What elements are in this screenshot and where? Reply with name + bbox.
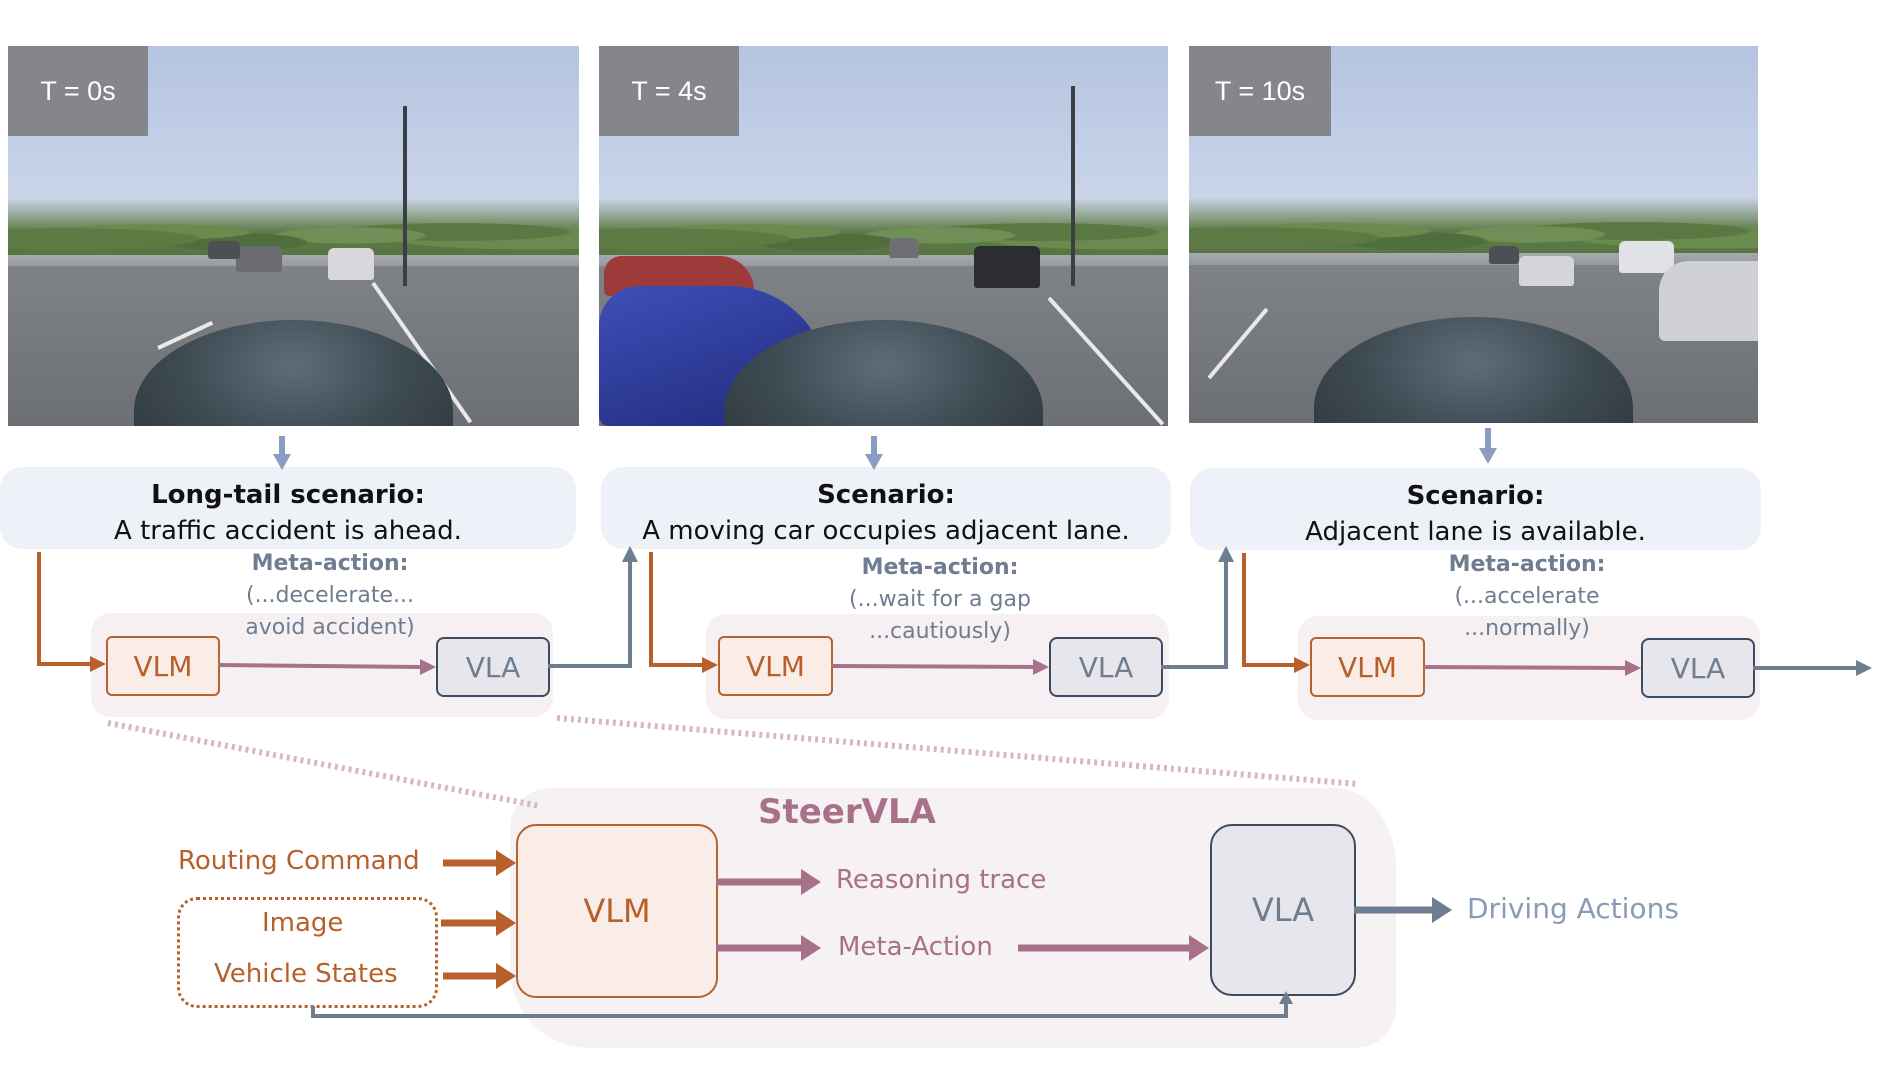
trees [8, 198, 579, 267]
vlm-box-1: VLM [718, 636, 833, 696]
meta-action-title: Meta-action: [861, 555, 1019, 580]
meta-action-line: (...wait for a gap [849, 587, 1031, 612]
vla-box-2: VLA [1641, 638, 1755, 698]
output-driving-actions: Driving Actions [1467, 892, 1679, 925]
zoom-guide-line [556, 715, 1359, 787]
meta-action-2: Meta-action: (...accelerate ...normally) [1377, 549, 1677, 645]
time-label: T = 10s [1189, 46, 1331, 136]
white-car [1659, 261, 1758, 341]
meta-action-line: ...normally) [1464, 616, 1590, 641]
car [1619, 241, 1674, 273]
car [1519, 256, 1574, 286]
input-image: Image [262, 908, 344, 938]
meta-action-line: ...cautiously) [869, 619, 1011, 644]
scenario-text: A traffic accident is ahead. [114, 516, 462, 546]
meta-action-line: (...accelerate [1454, 584, 1600, 609]
meta-action-0: Meta-action: (...decelerate... avoid acc… [180, 548, 480, 644]
street-lamp [1071, 86, 1075, 286]
frame-image-1: T = 4s [599, 46, 1168, 426]
vla-box-0: VLA [436, 637, 550, 697]
vlm-box-0: VLM [106, 636, 220, 696]
vlm-box-2: VLM [1310, 637, 1425, 697]
slate-elbow-arrow [548, 546, 638, 668]
down-arrow-icon [1479, 428, 1497, 464]
scenario-title: Long-tail scenario: [151, 480, 425, 510]
frame-image-0: T = 0s [8, 46, 579, 426]
down-arrow-icon [865, 436, 883, 470]
meta-action-title: Meta-action: [1448, 552, 1606, 577]
vlm-box-main: VLM [516, 824, 718, 998]
meta-action-line: avoid accident) [245, 615, 415, 640]
car [974, 246, 1040, 288]
input-routing-command: Routing Command [178, 846, 420, 876]
input-arrow [441, 910, 516, 936]
output-reasoning-trace: Reasoning trace [836, 865, 1047, 895]
input-arrow [443, 850, 516, 876]
orange-elbow-arrow [1242, 553, 1310, 673]
meta-action-1: Meta-action: (...wait for a gap ...cauti… [790, 552, 1090, 648]
time-label: T = 0s [8, 46, 148, 136]
scenario-text: Adjacent lane is available. [1305, 517, 1646, 547]
driving-actions-arrow [1354, 897, 1452, 923]
meta-action-title: Meta-action: [251, 551, 409, 576]
car [328, 248, 374, 280]
steervla-title: SteerVLA [758, 792, 936, 832]
orange-elbow-arrow [649, 552, 718, 673]
pink-arrow [830, 659, 1049, 675]
car [889, 238, 919, 258]
pink-arrow [1422, 660, 1641, 676]
image-vehicle-group [177, 897, 438, 1008]
car [208, 241, 240, 259]
scenario-box-2: Scenario: Adjacent lane is available. [1190, 468, 1761, 550]
car [1489, 246, 1519, 264]
car [236, 246, 282, 272]
bypass-arrow [311, 991, 1293, 1018]
down-arrow-icon [273, 436, 291, 470]
input-vehicle-states: Vehicle States [214, 959, 398, 989]
street-lamp [403, 106, 407, 286]
frame-image-2: T = 10s [1189, 46, 1758, 423]
scenario-title: Scenario: [817, 480, 955, 510]
vla-box-1: VLA [1049, 637, 1163, 697]
zoom-guide-line [107, 720, 541, 809]
slate-elbow-arrow [1161, 546, 1234, 669]
pink-arrow [217, 659, 436, 675]
meta-action-to-vla-arrow [1018, 935, 1209, 961]
slate-output-arrow [1753, 660, 1872, 676]
output-meta-action: Meta-Action [838, 932, 993, 962]
time-label: T = 4s [599, 46, 739, 136]
scenario-box-1: Scenario: A moving car occupies adjacent… [601, 467, 1171, 549]
scenario-title: Scenario: [1406, 481, 1545, 511]
meta-action-arrow [716, 935, 821, 961]
reasoning-arrow [716, 869, 821, 895]
scenario-text: A moving car occupies adjacent lane. [642, 516, 1130, 546]
vla-box-main: VLA [1210, 824, 1356, 996]
orange-elbow-arrow [37, 552, 106, 672]
input-arrow [443, 963, 516, 989]
scenario-box-0: Long-tail scenario: A traffic accident i… [0, 467, 576, 549]
meta-action-line: (...decelerate... [245, 583, 414, 608]
